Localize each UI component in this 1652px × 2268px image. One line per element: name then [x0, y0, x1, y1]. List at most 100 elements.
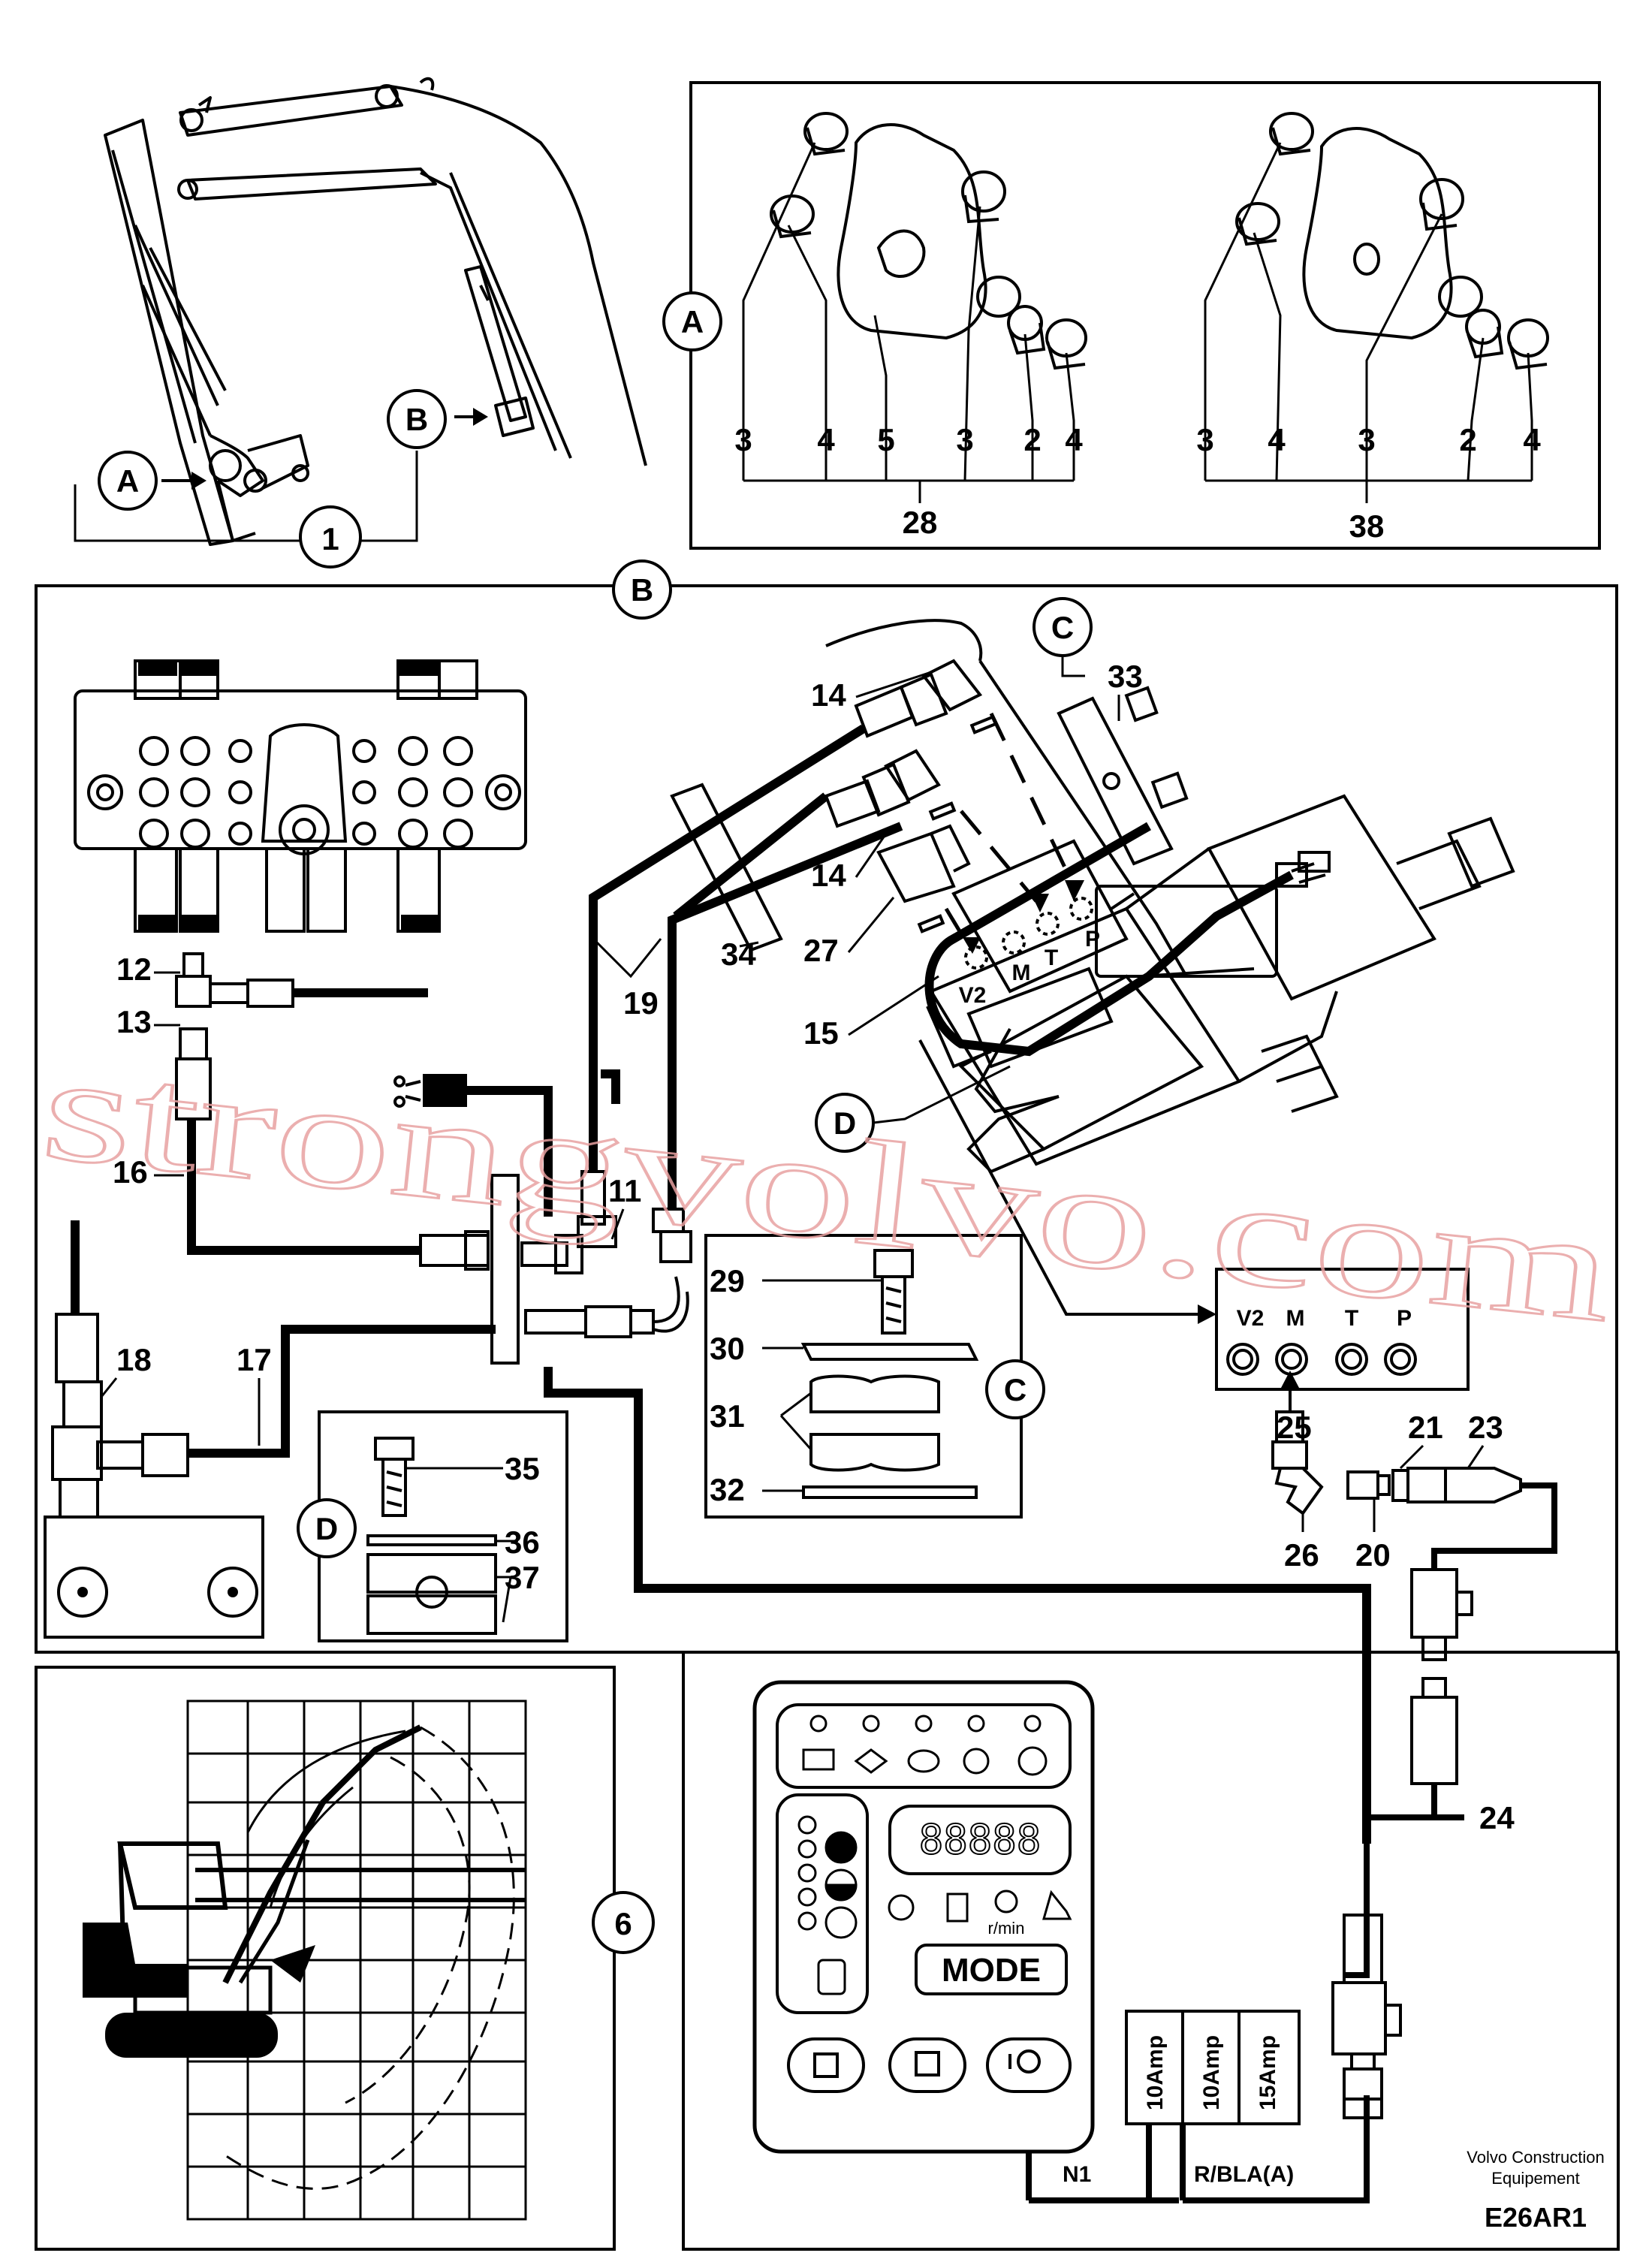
label-21: 21 — [1408, 1410, 1443, 1445]
label-38-4a: 4 — [1268, 422, 1286, 457]
fuse-box — [1125, 2010, 1301, 2125]
label-20: 20 — [1355, 1537, 1391, 1573]
callout-c-detail: C — [985, 1359, 1045, 1419]
hoses-pump — [673, 792, 1294, 1057]
label-36: 36 — [505, 1525, 540, 1560]
arrow-head-a — [191, 472, 206, 490]
indicator-lamps — [802, 1715, 1048, 1776]
leader-23 — [1467, 1445, 1485, 1469]
label-18: 18 — [116, 1342, 152, 1377]
label-38-2: 2 — [1459, 422, 1476, 457]
svg-text:A: A — [116, 463, 139, 499]
callout-d-detail: D — [297, 1498, 357, 1558]
leader-14a — [855, 671, 932, 698]
drawing-code: E26AR1 — [1485, 2202, 1587, 2233]
fittings-14-27 — [824, 659, 998, 933]
leader-14b — [855, 833, 888, 878]
pump-motor-drawing — [670, 619, 1515, 1174]
label-28: 28 — [903, 505, 938, 540]
mode-icons — [888, 1889, 1072, 1923]
label-28-3b: 3 — [956, 422, 973, 457]
svg-text:1: 1 — [321, 521, 339, 556]
column-lamps — [797, 1815, 858, 1995]
leader-1 — [74, 451, 418, 542]
sensor-block — [1215, 1268, 1470, 1391]
leaders-28 — [742, 142, 1075, 503]
hoses-left — [71, 988, 496, 1458]
leader-15 — [848, 975, 939, 1036]
label-30: 30 — [710, 1331, 745, 1366]
leaders-c — [762, 1279, 882, 1492]
callout-d-pump: D — [815, 1093, 875, 1153]
port-p-b: P — [1397, 1306, 1412, 1331]
label-27: 27 — [803, 933, 839, 968]
hydraulic-tank — [44, 1516, 264, 1639]
excavator-silhouette — [83, 1724, 422, 2058]
label-19: 19 — [623, 985, 659, 1021]
label-12: 12 — [116, 952, 152, 987]
arrow-head-block — [1198, 1304, 1216, 1324]
label-14b: 14 — [811, 858, 846, 893]
label-38-3b: 3 — [1358, 422, 1375, 457]
label-16: 16 — [113, 1154, 148, 1190]
instrument-panel — [752, 1680, 1095, 2154]
label-33: 33 — [1108, 659, 1143, 694]
label-35: 35 — [505, 1451, 540, 1486]
callout-b-top: B — [387, 389, 447, 449]
callout-b-detail: B — [612, 559, 672, 620]
indicator-row — [776, 1703, 1072, 1789]
arrow-d-to-block — [918, 1039, 1201, 1316]
rpm-label: r/min — [988, 1919, 1025, 1938]
bottom-switches — [787, 2037, 1072, 2093]
wire-n1: N1 — [1063, 2162, 1091, 2187]
fuse-2: 10Amp — [1199, 2035, 1224, 2110]
wire-panel — [1026, 2124, 1186, 2200]
label-11: 11 — [608, 1173, 641, 1208]
label-13: 13 — [116, 1004, 152, 1039]
harness-right — [1029, 1482, 1557, 2203]
label-15: 15 — [803, 1015, 839, 1051]
dashed-lines — [944, 712, 1076, 948]
fittings-left — [51, 952, 294, 1519]
label-28-2: 2 — [1023, 422, 1041, 457]
label-32: 32 — [710, 1472, 745, 1507]
port-p-a: P — [1085, 927, 1100, 952]
leaders-38 — [1204, 142, 1533, 503]
callout-6: 6 — [592, 1891, 655, 1954]
brand-line-2: Equipement — [1491, 2169, 1579, 2188]
connectors-harness — [1331, 1568, 1473, 2119]
leader-11 — [610, 1208, 625, 1240]
fuse-1: 10Amp — [1143, 2035, 1168, 2110]
fuse-3: 15Amp — [1256, 2035, 1280, 2110]
svg-text:A: A — [681, 304, 704, 339]
detail-c-parts — [800, 1249, 979, 1499]
bracket-38-drawing — [1235, 112, 1549, 370]
svg-text:B: B — [405, 402, 428, 437]
label-38: 38 — [1349, 508, 1385, 544]
working-range-box — [35, 1666, 616, 2251]
hoses-center — [466, 724, 1371, 1844]
harness-connector — [393, 1074, 467, 1108]
svg-text:C: C — [1004, 1372, 1026, 1407]
wire-rbla: R/BLA(A) — [1194, 2162, 1294, 2187]
label-25: 25 — [1277, 1410, 1312, 1445]
leader-c-top — [1061, 656, 1085, 677]
label-23: 23 — [1468, 1410, 1503, 1445]
arrow-head-m — [1281, 1371, 1299, 1388]
leaders-d — [405, 1467, 518, 1623]
digital-display-value: 88888 — [919, 1816, 1042, 1863]
callout-1: 1 — [299, 505, 362, 569]
instrument-panel-box — [682, 1651, 1620, 2251]
label-37: 37 — [505, 1560, 540, 1595]
leader-27 — [847, 897, 895, 953]
svg-text:B: B — [631, 572, 653, 608]
mode-button[interactable] — [915, 1944, 1068, 1995]
callout-c-top: C — [1032, 597, 1093, 657]
label-14a: 14 — [811, 677, 846, 713]
arrow-heads-ports — [963, 880, 1084, 954]
leader-d-pump — [873, 1065, 1011, 1124]
label-28-4b: 4 — [1065, 422, 1083, 457]
label-17: 17 — [237, 1342, 272, 1377]
label-31: 31 — [710, 1398, 745, 1434]
